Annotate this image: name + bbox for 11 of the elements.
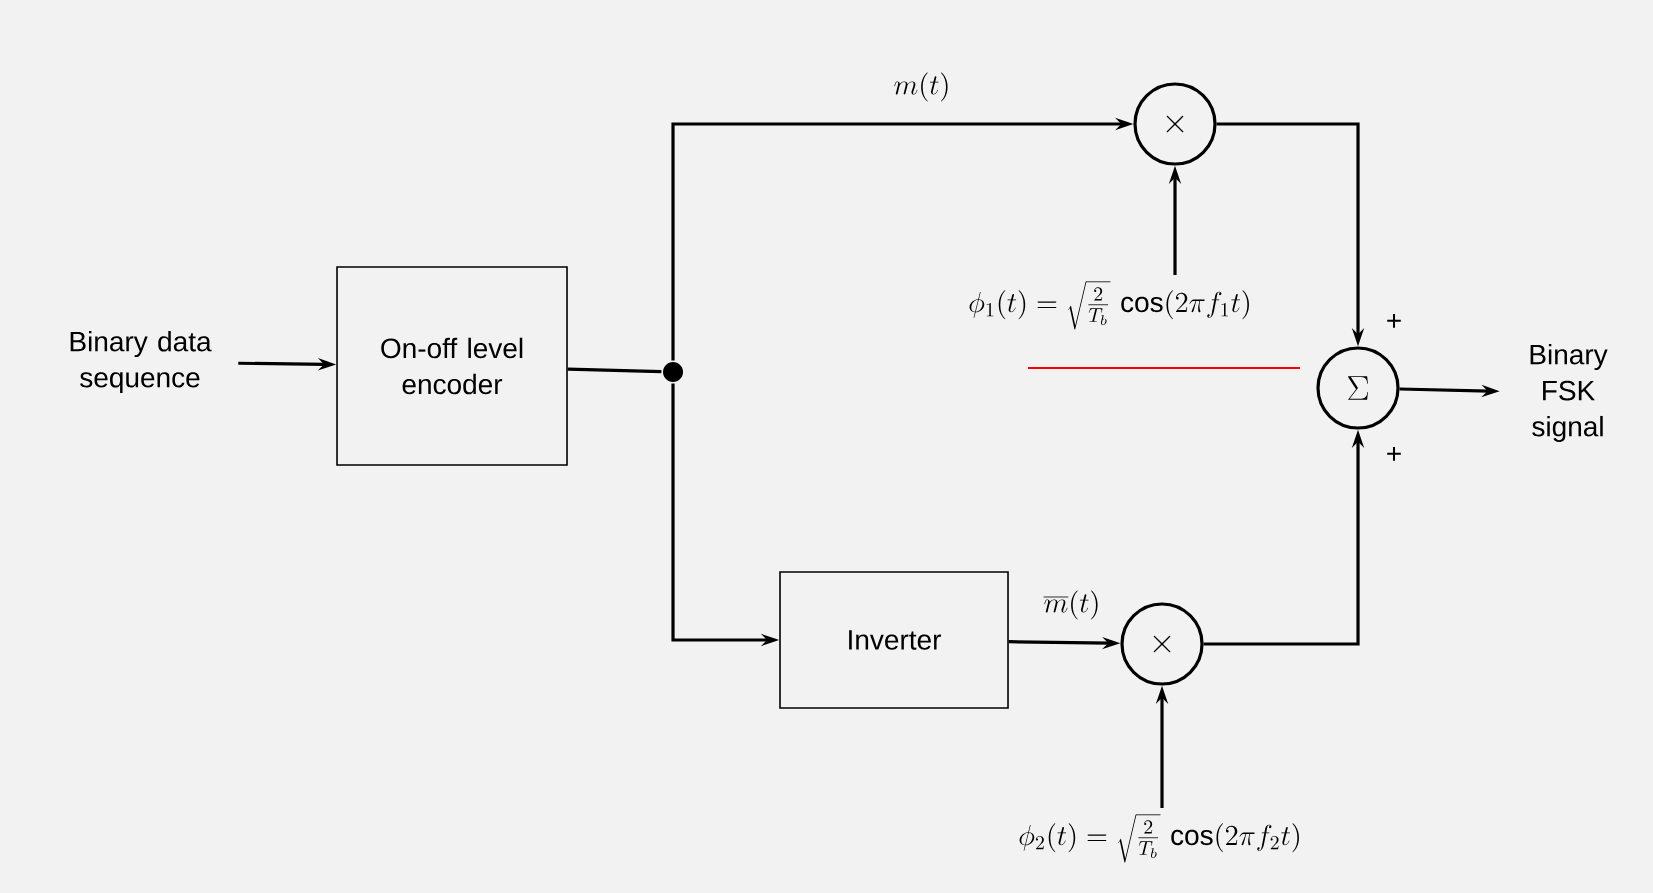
signal-label: Binary FSK signal (1530, 343, 1608, 443)
edge-label: $m(t)$ (891, 70, 953, 104)
junction-dot (663, 362, 683, 382)
edge-label: $\overline{m}(t)$ (1041, 588, 1103, 622)
formula-text: $\phi_2 (t) = \sqrt{\frac{2}{T_b}}\, \cos (2\pi f_2 t)$ (1019, 814, 1299, 863)
sign-label: + (1387, 313, 1401, 328)
sign-label: + (1387, 446, 1401, 461)
process-box: Inverter (779, 571, 1009, 709)
process-box: On-off level encoder (336, 266, 568, 466)
signal-label: Binary data sequence (70, 330, 212, 394)
formula-text: $\phi_1 (t) = \sqrt{\frac{2}{T_b}}\, \cos (2\pi f_1 t)$ (969, 281, 1249, 330)
